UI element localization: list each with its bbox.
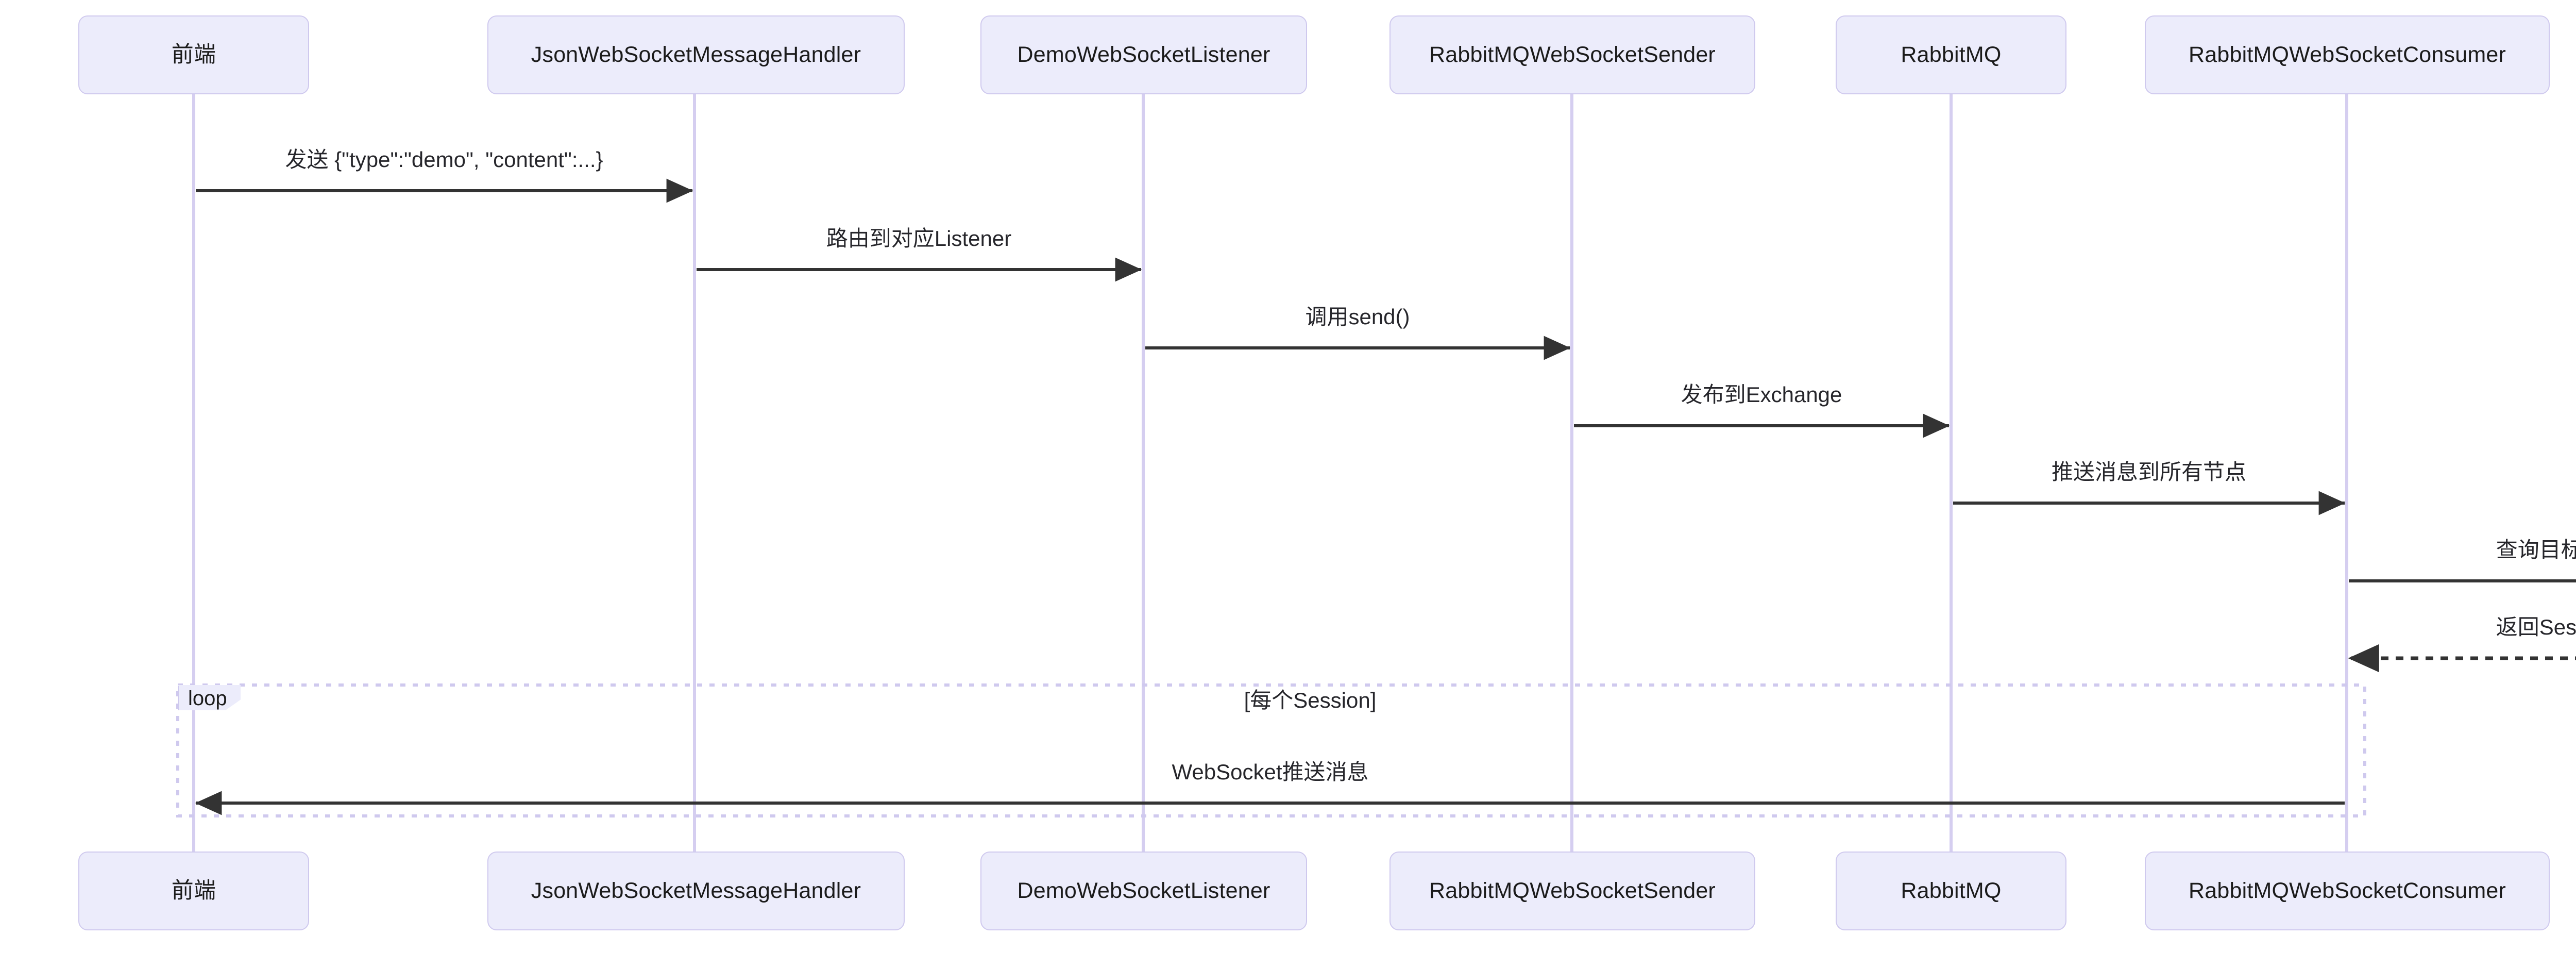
participant-box-frontend-top[interactable]: 前端 [78,15,309,94]
participant-label-sender: RabbitMQWebSocketSender [1429,878,1716,903]
participant-box-jsonhandler-bottom[interactable]: JsonWebSocketMessageHandler [487,852,905,930]
message-label-m8: WebSocket推送消息 [1172,760,1369,784]
message-label-m1: 发送 {"type":"demo", "content":...} [285,147,603,172]
participant-label-rabbitmq: RabbitMQ [1901,42,2002,67]
participant-box-rabbitmq-bottom[interactable]: RabbitMQ [1836,852,2066,930]
participant-box-sender-bottom[interactable]: RabbitMQWebSocketSender [1389,852,1755,930]
participant-box-consumer-bottom[interactable]: RabbitMQWebSocketConsumer [2145,852,2550,930]
participant-label-listener: DemoWebSocketListener [1017,42,1270,67]
message-label-m4: 发布到Exchange [1681,382,1842,407]
participant-label-frontend: 前端 [171,878,216,903]
participant-label-consumer: RabbitMQWebSocketConsumer [2188,878,2506,903]
participant-box-sender-top[interactable]: RabbitMQWebSocketSender [1389,15,1755,94]
participant-label-sender: RabbitMQWebSocketSender [1429,42,1716,67]
message-label-m3: 调用send() [1305,305,1410,329]
message-label-m7: 返回Session列表 [2496,615,2576,639]
message-label-m2: 路由到对应Listener [826,226,1012,251]
fragment-title-loop-1: loop [178,685,241,710]
participant-box-listener-top[interactable]: DemoWebSocketListener [980,15,1307,94]
message-label-m5: 推送消息到所有节点 [2051,460,2247,484]
participant-box-jsonhandler-top[interactable]: JsonWebSocketMessageHandler [487,15,905,94]
participant-label-frontend: 前端 [171,42,216,67]
participant-box-consumer-top[interactable]: RabbitMQWebSocketConsumer [2145,15,2550,94]
message-label-m6: 查询目标Session [2496,538,2576,562]
participant-box-listener-bottom[interactable]: DemoWebSocketListener [980,852,1307,930]
participant-label-jsonhandler: JsonWebSocketMessageHandler [531,42,861,67]
participant-label-consumer: RabbitMQWebSocketConsumer [2188,42,2506,67]
participant-label-listener: DemoWebSocketListener [1017,878,1270,903]
participant-label-jsonhandler: JsonWebSocketMessageHandler [531,878,861,903]
participant-box-frontend-bottom[interactable]: 前端 [78,852,309,930]
participant-box-rabbitmq-top[interactable]: RabbitMQ [1836,15,2066,94]
participant-label-rabbitmq: RabbitMQ [1901,878,2002,903]
fragment-condition-loop-1: [每个Session] [1244,688,1377,712]
